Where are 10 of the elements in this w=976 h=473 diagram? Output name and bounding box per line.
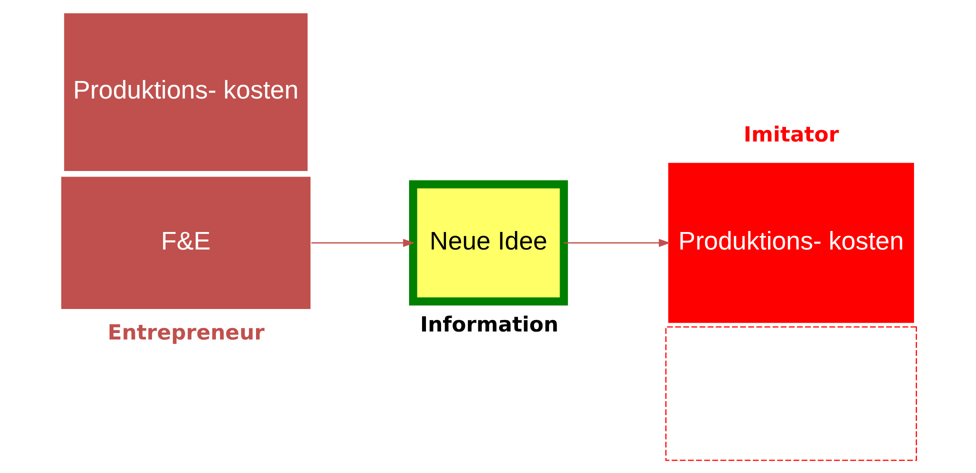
arrow <box>310 238 414 247</box>
node-label: Imitator <box>743 122 838 146</box>
node-box: Produktions- kosten <box>668 162 914 323</box>
node-label: Information <box>420 312 558 336</box>
node-box: Neue Idee <box>408 180 568 306</box>
node-box <box>664 326 916 461</box>
node-box: F&E <box>60 176 312 310</box>
arrow <box>563 238 670 247</box>
node-label: Entrepreneur <box>107 320 264 345</box>
node-box: Produktions- kosten <box>62 12 308 172</box>
